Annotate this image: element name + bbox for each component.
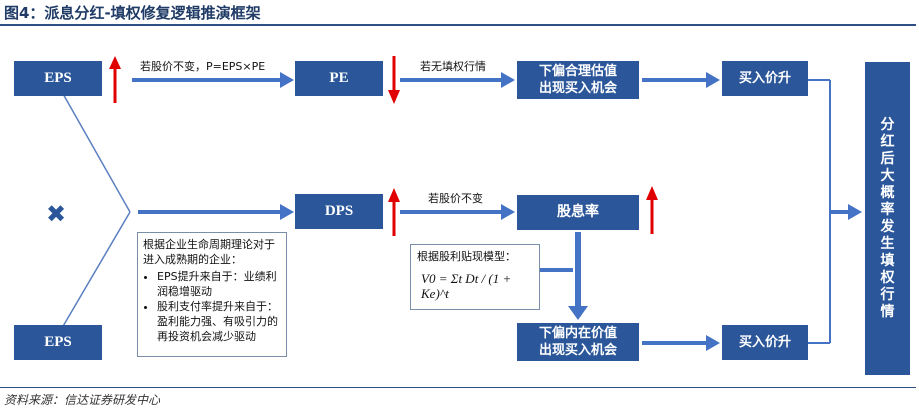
up-arrow-head [388, 188, 400, 202]
source-note: 资料来源：信达证券研发中心 [4, 393, 161, 407]
dividend-yield-box: 股息率 [517, 195, 639, 230]
dps-box: DPS [295, 194, 383, 229]
ddm-formula: V0 = Σt Dt / (1 + Ke)^t [421, 271, 512, 301]
right-arrow-head [706, 72, 720, 88]
up-arrow-head [646, 186, 658, 200]
conclusion-char: 大 [880, 167, 895, 184]
footer-rule [0, 387, 916, 388]
v-line-top [61, 91, 131, 213]
conclusion-char: 发 [880, 218, 895, 235]
pe-box: PE [295, 61, 383, 96]
lifecycle-note-item: 股利支付率提升来自于：盈利能力强、有吸引力的再投资机会减少驱动 [157, 299, 281, 344]
right-arrow-head [280, 204, 294, 220]
lifecycle-note-list: EPS提升来自于：业绩利润稳增驱动 股利支付率提升来自于：盈利能力强、有吸引力的… [143, 269, 281, 344]
conclusion-char: 权 [880, 269, 895, 286]
v-line-bottom [61, 211, 131, 329]
ddm-note-title: 根据股利贴现模型： [417, 250, 516, 263]
undervalued-bottom-line1: 下偏内在价值 [538, 326, 617, 341]
conclusion-char: 分 [880, 116, 895, 133]
undervalued-bottom-line2: 出现买入机会 [538, 343, 617, 358]
price-unchanged-label: 若股价不变 [428, 192, 483, 205]
buy-bottom-box: 买入价升 [722, 325, 808, 360]
undervalued-top-line2: 出现买入机会 [538, 81, 617, 96]
conclusion-char: 后 [880, 150, 895, 167]
no-fill-label: 若无填权行情 [420, 60, 486, 73]
undervalued-top-line1: 下偏合理估值 [538, 64, 617, 79]
undervalued-top-box: 下偏合理估值 出现买入机会 [517, 61, 639, 99]
lifecycle-note-item: EPS提升来自于：业绩利润稳增驱动 [157, 269, 281, 299]
ddm-note: 根据股利贴现模型： V0 = Σt Dt / (1 + Ke)^t [410, 244, 540, 310]
right-arrow-head [501, 72, 515, 88]
eps-top-box: EPS [14, 61, 102, 96]
lifecycle-note: 根据企业生命周期理论对于进入成熟期的企业： EPS提升来自于：业绩利润稳增驱动 … [137, 232, 287, 357]
cross-icon: ✖ [46, 200, 67, 228]
up-arrow-head [109, 56, 121, 69]
right-arrow-head [706, 335, 720, 351]
title-rule [0, 24, 916, 26]
conclusion-char: 概 [880, 184, 895, 201]
right-arrow-head [501, 204, 515, 220]
buy-top-box: 买入价升 [722, 61, 808, 96]
right-arrow-head [280, 72, 294, 88]
figure-title: 图4：派息分红-填权修复逻辑推演框架 [4, 4, 261, 22]
down-arrow-head [388, 90, 400, 104]
conclusion-char: 情 [880, 303, 895, 320]
conclusion-box: 分 红 后 大 概 率 发 生 填 权 行 情 [865, 62, 910, 375]
pe-condition-label: 若股价不变，P=EPS×PE [140, 60, 266, 73]
conclusion-char: 生 [880, 235, 895, 252]
undervalued-bottom-box: 下偏内在价值 出现买入机会 [517, 323, 639, 361]
conclusion-char: 率 [880, 201, 895, 218]
conclusion-char: 红 [880, 133, 895, 150]
conclusion-char: 行 [880, 286, 895, 303]
right-arrow-head [848, 204, 862, 220]
eps-bottom-box: EPS [14, 325, 102, 360]
conclusion-char: 填 [880, 252, 895, 269]
down-arrow-head [568, 306, 588, 320]
lifecycle-note-title: 根据企业生命周期理论对于进入成熟期的企业： [143, 238, 275, 266]
